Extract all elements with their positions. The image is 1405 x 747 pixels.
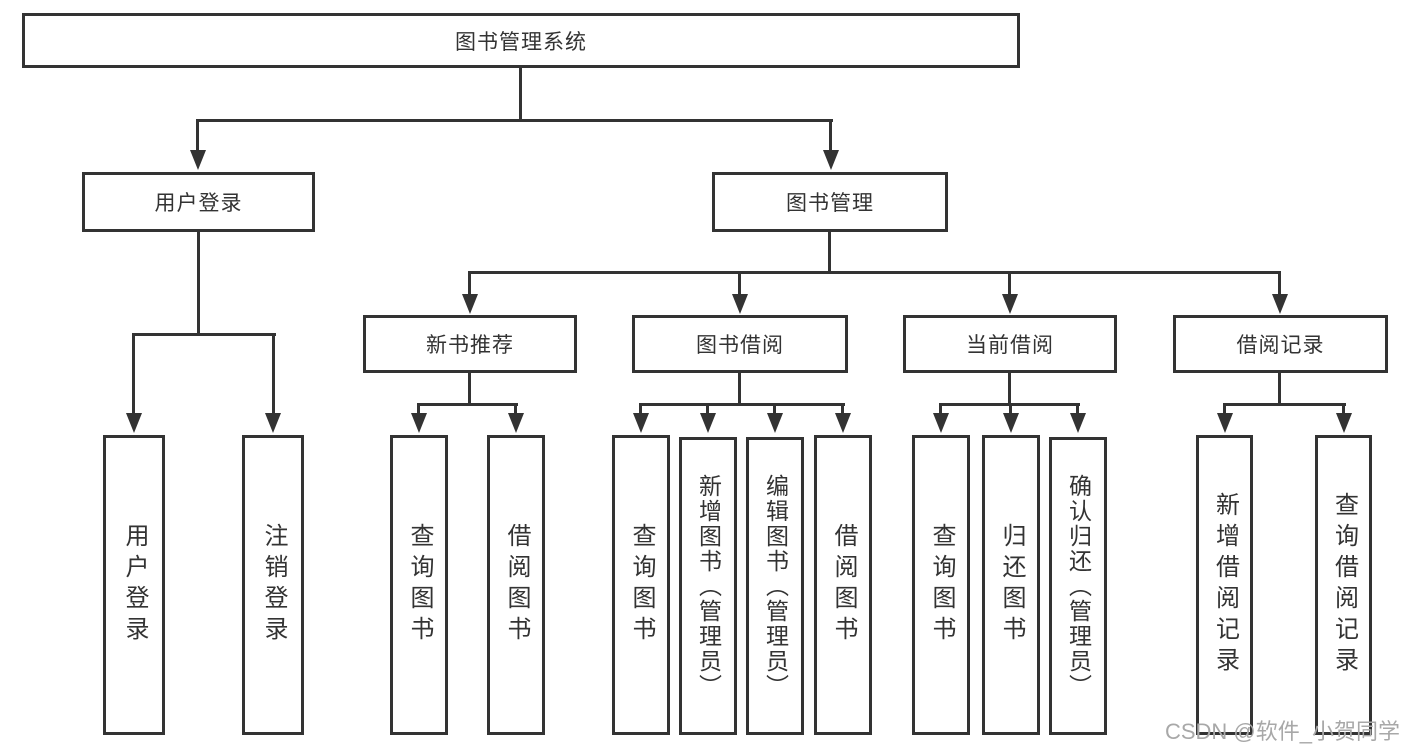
connector-br-stem [1278,373,1281,406]
arrowhead-icon [1002,294,1018,314]
connector-cb-drop-1 [939,403,942,413]
connector-nbr-drop-2 [514,403,517,413]
node-root: 图书管理系统 [22,13,1020,68]
leaf-logout: 注销登录 [242,435,304,735]
connector-mgmt-drop-3 [1008,271,1011,294]
connector-bb-drop-3 [773,403,776,413]
arrowhead-icon [126,413,142,433]
csdn-watermark: CSDN @软件_小贺同学 [1164,719,1400,744]
arrowhead-icon [190,150,206,170]
node-new-book-recommend: 新书推荐 [363,315,577,373]
leaf-bb-add-books-admin: 新增图书（管理员） [679,437,737,735]
connector-br-drop-1 [1223,403,1226,413]
connector-bb-drop-4 [841,403,844,413]
node-user-login: 用户登录 [82,172,315,232]
node-current-borrow: 当前借阅 [903,315,1117,373]
node-borrow-records: 借阅记录 [1173,315,1388,373]
connector-login-stem [197,232,200,336]
connector-cb-drop-2 [1009,403,1012,413]
arrowhead-icon [1070,413,1086,433]
leaf-nbr-query-books: 查询图书 [390,435,448,735]
leaf-br-query-record: 查询借阅记录 [1315,435,1372,735]
arrowhead-icon [462,294,478,314]
connector-cb-drop-3 [1076,403,1079,413]
arrowhead-icon [933,413,949,433]
leaf-bb-query-books: 查询图书 [612,435,670,735]
leaf-cb-query-books: 查询图书 [912,435,970,735]
leaf-user-login: 用户登录 [103,435,165,735]
connector-br-drop-2 [1342,403,1345,413]
connector-nbr-drop-1 [417,403,420,413]
connector-root-drop-mgmt [829,119,832,150]
connector-bb-drop-2 [706,403,709,413]
connector-mgmt-drop-4 [1278,271,1281,294]
connector-nbr-stem [468,373,471,406]
leaf-bb-edit-books-admin: 编辑图书（管理员） [746,437,804,735]
arrowhead-icon [823,150,839,170]
connector-root-drop-login [196,119,199,150]
leaf-cb-confirm-return-admin: 确认归还（管理员） [1049,437,1107,735]
connector-cb-stem [1008,373,1011,406]
arrowhead-icon [508,413,524,433]
connector-bb-rail [639,403,845,406]
node-book-borrow: 图书借阅 [632,315,848,373]
arrowhead-icon [1272,294,1288,314]
connector-root-stem [519,68,522,121]
connector-nbr-rail [417,403,518,406]
connector-mgmt-rail [468,271,1281,274]
connector-login-drop-1 [132,333,135,413]
arrowhead-icon [732,294,748,314]
arrowhead-icon [1217,413,1233,433]
arrowhead-icon [633,413,649,433]
node-book-management: 图书管理 [712,172,948,232]
arrowhead-icon [265,413,281,433]
connector-bb-stem [738,373,741,406]
arrowhead-icon [700,413,716,433]
connector-mgmt-drop-2 [738,271,741,294]
arrowhead-icon [767,413,783,433]
connector-mgmt-stem [828,232,831,274]
connector-bb-drop-1 [639,403,642,413]
connector-root-rail [196,119,833,122]
leaf-nbr-borrow-books: 借阅图书 [487,435,545,735]
connector-mgmt-drop-1 [468,271,471,294]
arrowhead-icon [835,413,851,433]
leaf-cb-return-books: 归还图书 [982,435,1040,735]
arrowhead-icon [1003,413,1019,433]
arrowhead-icon [1336,413,1352,433]
arrowhead-icon [411,413,427,433]
connector-login-drop-2 [272,333,275,413]
connector-br-rail [1223,403,1346,406]
connector-login-rail [132,333,276,336]
leaf-br-add-record: 新增借阅记录 [1196,435,1253,735]
leaf-bb-borrow-books: 借阅图书 [814,435,872,735]
